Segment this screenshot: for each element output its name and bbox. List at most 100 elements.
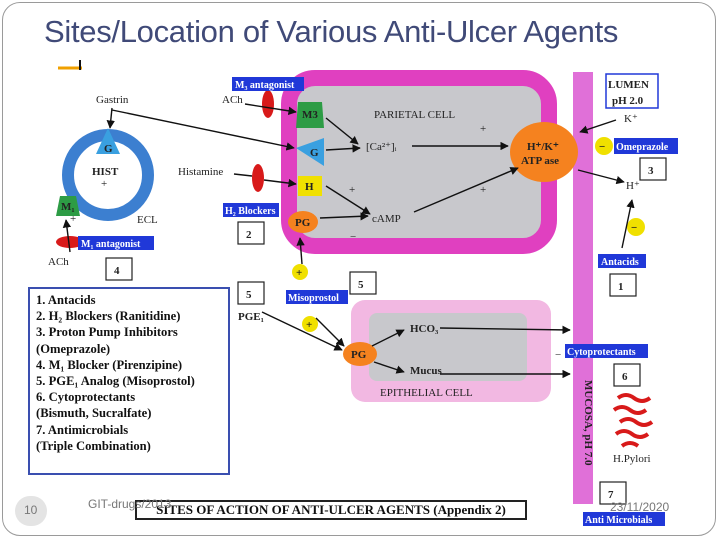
omeprazole-tag	[614, 138, 678, 154]
legend-item: 5. PGE₁ Analog (Misoprostol)	[36, 374, 195, 389]
histamine-label: Histamine	[178, 166, 223, 178]
number-1: 1	[618, 281, 624, 293]
ca-label: [Ca²⁺]ᵢ	[366, 141, 397, 153]
receptor-m3-label: M3	[302, 109, 318, 121]
number-7: 7	[608, 489, 614, 501]
parietal-cell-label: PARIETAL CELL	[374, 109, 455, 121]
cytoprotectants-tag	[565, 344, 648, 358]
plus-circle	[302, 316, 318, 332]
ach-top-label: ACh	[222, 94, 243, 106]
antacids-label: Antacids	[601, 257, 639, 268]
mucosa-bar	[573, 72, 593, 504]
hco3-label: HCO₃	[410, 323, 439, 335]
pathway-arrows	[62, 103, 635, 379]
epithelial-cell-inner	[369, 313, 527, 381]
legend-item: (Bismuth, Sucralfate)	[36, 406, 152, 421]
receptor-m3	[296, 102, 324, 128]
legend-item: 6. Cytoprotectants	[36, 390, 136, 405]
h2-blockers-tag	[223, 203, 279, 217]
m1-antagonist-tag	[78, 236, 154, 250]
number-box	[105, 257, 133, 281]
pg-epithelial	[343, 342, 377, 366]
legend-item: 4. M₁ Blocker (Pirenzipine)	[36, 357, 183, 372]
minus-circle	[627, 218, 645, 236]
plus-sign: +	[349, 184, 355, 196]
pg-parietal	[288, 211, 318, 233]
minus-sign: −	[350, 231, 356, 243]
epithelial-cell-label: EPITHELIAL CELL	[380, 387, 473, 399]
legend-item: 1. Antacids	[36, 293, 96, 307]
omeprazole-label: Omeprazole	[616, 142, 669, 153]
footer-course-label: GIT-drugs/2013	[88, 497, 172, 511]
receptor-g-parietal-label: G	[310, 147, 319, 159]
pump-label-1: H⁺/K⁺	[527, 141, 559, 153]
receptor-m1-label: M₁	[61, 201, 75, 213]
receptor-h-label: H	[305, 181, 314, 193]
plus-circle	[292, 264, 308, 280]
receptor-m1-ecl	[56, 196, 80, 216]
anti-microbials-tag	[583, 512, 665, 526]
page-number: 10	[24, 503, 38, 517]
gastrin-label: Gastrin	[96, 94, 129, 106]
h-ion-label: H⁺	[626, 180, 640, 192]
number-box	[613, 363, 641, 387]
number-box	[599, 481, 627, 505]
receptor-h	[298, 176, 322, 196]
parietal-cell	[281, 70, 557, 254]
ach-bottom-label: ACh	[48, 256, 69, 268]
number-box	[639, 157, 667, 181]
h-pylori-bacteria	[612, 393, 654, 448]
number-box	[349, 271, 377, 295]
number-box	[237, 221, 265, 245]
pge1-label: PGE₁	[238, 311, 264, 323]
number-3: 3	[648, 165, 654, 177]
h2-blockers-label: H₂ Blockers	[225, 206, 276, 217]
plus-sign: +	[296, 267, 302, 279]
minus-circle	[595, 137, 613, 155]
legend-item: (Omeprazole)	[36, 341, 111, 356]
receptor-g-parietal	[296, 138, 324, 166]
number-5: 5	[358, 279, 364, 291]
number-2: 2	[246, 229, 252, 241]
m3-antagonist-oval	[262, 90, 274, 118]
figure-caption: SITES OF ACTION OF ANTI-ULCER AGENTS (Ap…	[135, 500, 527, 520]
pump-label-2: ATP ase	[521, 155, 559, 167]
legend-item: (Triple Combination)	[36, 438, 151, 453]
plus-sign: +	[480, 123, 486, 135]
m1-antagonist-label: M₁ antagonist	[81, 239, 141, 250]
legend-item: 7. Antimicrobials	[36, 422, 129, 437]
minus-sign: −	[599, 141, 605, 153]
footer-date: 23/11/2020	[610, 500, 670, 514]
proton-pump	[510, 122, 578, 182]
legend-item: 3. Proton Pump Inhibitors	[36, 325, 178, 340]
receptor-g-ecl	[96, 128, 120, 154]
m3-antagonist-tag	[232, 77, 304, 91]
slide-title: Sites/Location of Various Anti-Ulcer Age…	[44, 14, 619, 49]
h-pylori-label: H.Pylori	[613, 453, 651, 465]
cytoprotectants-label: Cytoprotectants	[567, 347, 636, 358]
receptor-g-ecl-label: G	[104, 143, 113, 155]
ecl-plus: +	[101, 178, 107, 190]
m1-antagonist-oval	[56, 236, 84, 248]
number-box	[609, 273, 637, 297]
anti-microbials-label: Anti Microbials	[585, 515, 652, 526]
h2-blocker-oval	[252, 164, 264, 192]
page-number-badge	[15, 496, 47, 526]
camp-label: cAMP	[372, 213, 401, 225]
lumen-box	[605, 73, 659, 109]
number-4: 4	[114, 265, 120, 277]
hist-label: HIST	[92, 166, 119, 178]
mucus-label: Mucus	[410, 365, 443, 377]
lumen-ph: pH 2.0	[612, 95, 644, 107]
k-ion-label: K⁺	[624, 113, 638, 125]
plus-sign: +	[306, 319, 312, 331]
legend-item: 2. H₂ Blockers (Ranitidine)	[36, 309, 181, 324]
legend-box: 1. Antacids 2. H₂ Blockers (Ranitidine) …	[28, 287, 230, 475]
plus-sign: +	[70, 213, 76, 225]
pg-parietal-label: PG	[295, 217, 311, 229]
pg-epithelial-label: PG	[351, 349, 367, 361]
number-6: 6	[622, 371, 628, 383]
plus-sign: +	[480, 184, 486, 196]
